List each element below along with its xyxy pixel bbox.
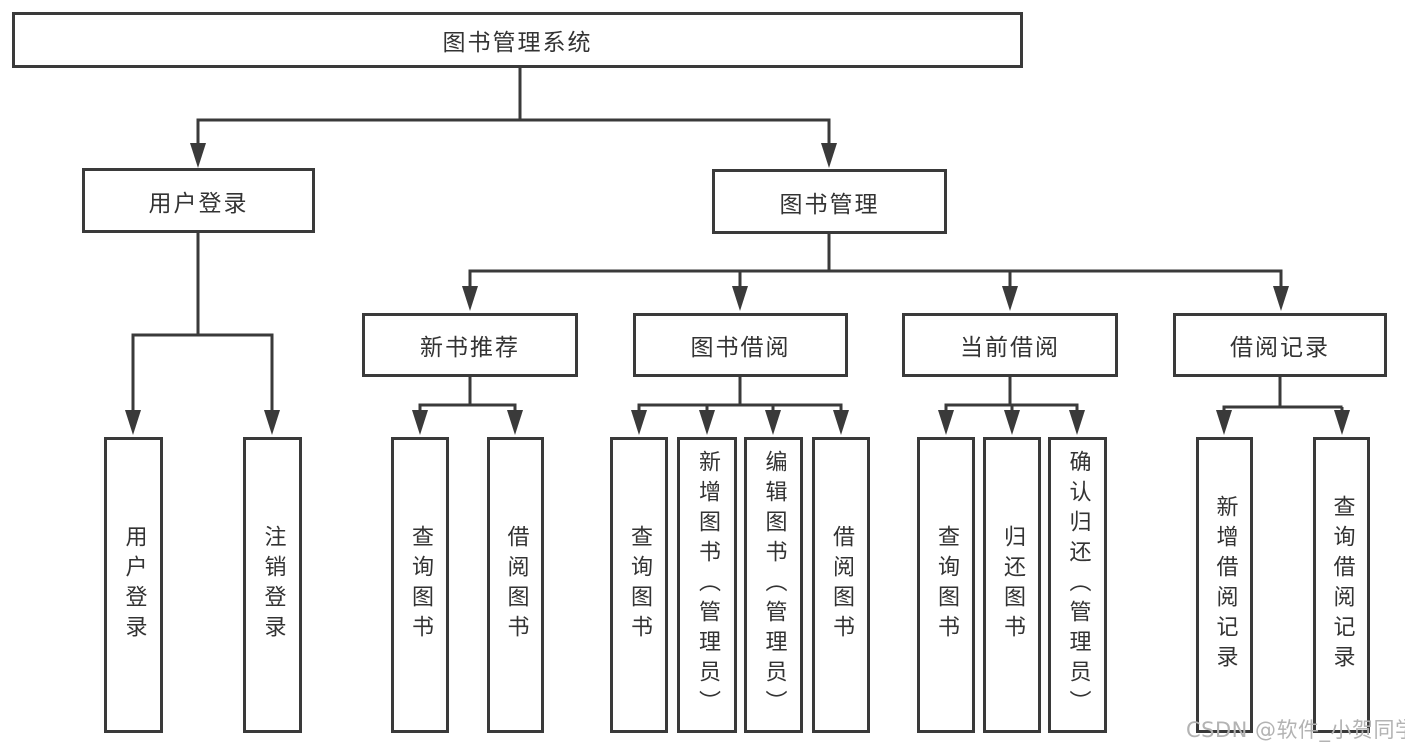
leaf-label: 新增图书（管理员） xyxy=(695,450,720,720)
node-label: 图书借阅 xyxy=(690,335,791,361)
node-label: 新书推荐 xyxy=(420,335,520,361)
leaf-borrow-books-borrowing: 借阅图书 xyxy=(812,437,870,733)
leaf-return-books: 归还图书 xyxy=(983,437,1041,733)
leaf-label: 查询图书 xyxy=(934,525,959,645)
leaf-add-borrow-record: 新增借阅记录 xyxy=(1196,437,1253,733)
leaf-edit-books-admin: 编辑图书（管理员） xyxy=(744,437,803,733)
leaf-label: 新增借阅记录 xyxy=(1212,495,1238,675)
leaf-query-books-current: 查询图书 xyxy=(917,437,975,733)
leaf-logout: 注销登录 xyxy=(243,437,302,733)
node-book-management: 图书管理 xyxy=(712,169,947,234)
connectors-new-book-recommend-group xyxy=(412,377,523,435)
leaf-label: 归还图书 xyxy=(1000,525,1025,645)
leaf-user-login: 用户登录 xyxy=(104,437,163,733)
leaf-label: 查询图书 xyxy=(408,525,433,645)
node-book-borrowing: 图书借阅 xyxy=(633,313,848,377)
node-label: 图书管理 xyxy=(779,191,880,218)
connectors-borrowing-records-group xyxy=(1216,377,1350,435)
leaf-label: 注销登录 xyxy=(260,525,286,645)
leaf-borrow-books-newrec: 借阅图书 xyxy=(487,437,544,733)
connectors-current-borrowing-group xyxy=(938,377,1085,435)
node-label: 用户登录 xyxy=(148,190,249,217)
leaf-confirm-return-admin: 确认归还（管理员） xyxy=(1048,437,1107,733)
leaf-add-books-admin: 新增图书（管理员） xyxy=(677,437,737,733)
leaf-query-books-newrec: 查询图书 xyxy=(391,437,449,733)
node-current-borrowing: 当前借阅 xyxy=(902,313,1118,377)
leaf-query-borrow-record: 查询借阅记录 xyxy=(1313,437,1370,733)
node-new-book-recommend: 新书推荐 xyxy=(362,313,578,377)
leaf-label: 确认归还（管理员） xyxy=(1065,450,1091,720)
connectors-book-borrowing-group xyxy=(631,377,849,435)
node-borrowing-records: 借阅记录 xyxy=(1173,313,1387,377)
node-label: 当前借阅 xyxy=(960,335,1060,361)
connectors-root-to-level2 xyxy=(190,68,837,168)
node-label: 图书管理系统 xyxy=(442,30,593,56)
leaf-label: 借阅图书 xyxy=(829,525,854,645)
leaf-label: 借阅图书 xyxy=(503,525,529,645)
node-library-management-system: 图书管理系统 xyxy=(12,12,1023,68)
node-user-login: 用户登录 xyxy=(82,168,315,233)
csdn-watermark: CSDN @软件_小贺同学 xyxy=(1186,718,1405,742)
connectors-user-login-group xyxy=(125,233,280,435)
leaf-query-books-borrowing: 查询图书 xyxy=(610,437,668,733)
leaf-label: 查询借阅记录 xyxy=(1329,495,1355,675)
leaf-label: 编辑图书（管理员） xyxy=(761,450,787,720)
leaf-label: 查询图书 xyxy=(627,525,652,645)
connectors-book-management-group xyxy=(462,234,1289,311)
leaf-label: 用户登录 xyxy=(121,525,147,645)
node-label: 借阅记录 xyxy=(1230,335,1330,361)
